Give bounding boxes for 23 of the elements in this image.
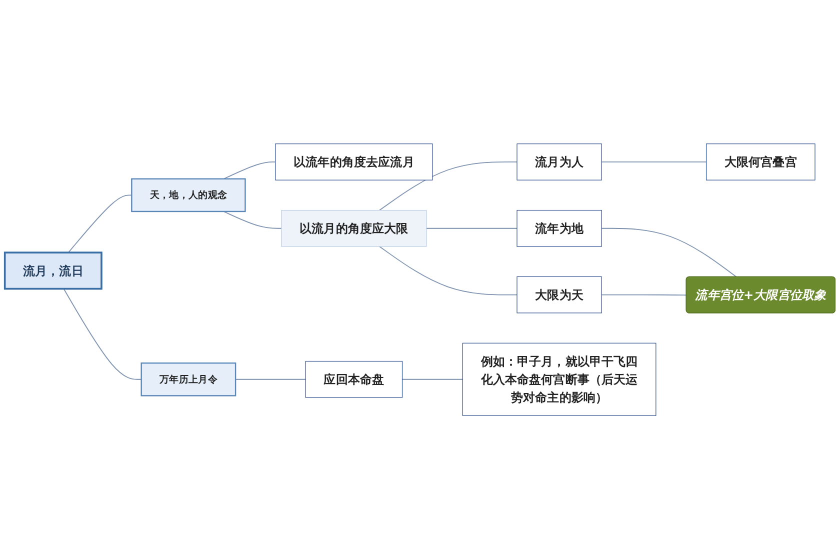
connector bbox=[426, 228, 518, 230]
connector bbox=[379, 246, 518, 296]
connector bbox=[601, 228, 737, 278]
connector bbox=[235, 379, 306, 380]
node-box: 应回本命盘 bbox=[305, 361, 403, 398]
connector bbox=[63, 288, 142, 380]
node-box: 以流年的角度去应流月 bbox=[275, 144, 433, 181]
connector bbox=[601, 294, 687, 296]
connector bbox=[68, 194, 132, 254]
connector bbox=[223, 162, 276, 180]
node-box: 流年为地 bbox=[516, 210, 602, 248]
node-box: 大限何宫叠宫 bbox=[706, 144, 816, 181]
node-box: 万年历上月令 bbox=[140, 362, 236, 397]
node-box: 流月，流日 bbox=[4, 252, 102, 290]
connector bbox=[379, 162, 518, 211]
node-box: 以流月的角度应大限 bbox=[281, 210, 427, 248]
node-box: 例如：甲子月，就以甲干飞四化入本命盘何宫断事（后天运势对命主的影响） bbox=[462, 343, 656, 416]
node-box: 天，地，人的观念 bbox=[131, 178, 246, 212]
node-box: 大限为天 bbox=[516, 276, 602, 314]
connector bbox=[402, 379, 464, 380]
connector bbox=[223, 211, 282, 230]
connector bbox=[601, 162, 707, 163]
node-box: 流月为人 bbox=[516, 144, 602, 181]
